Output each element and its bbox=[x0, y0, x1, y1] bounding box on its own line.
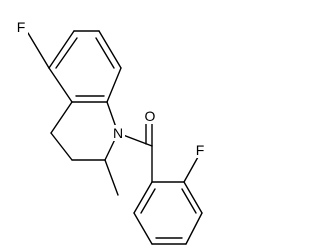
bond-c6-fluorine bbox=[27, 32, 50, 69]
bond-ortho2-ipso-inner bbox=[140, 188, 156, 214]
bond-c7-c8-inner bbox=[95, 37, 115, 69]
molecule-structure-diagram: F N O F bbox=[14, 19, 207, 245]
bond-c2-methyl bbox=[104, 159, 119, 196]
bond-c4a-c4 bbox=[50, 101, 73, 134]
bond-c5-c6 bbox=[48, 30, 75, 69]
bond-c4-c3 bbox=[50, 132, 73, 161]
bond-c4a-c5 bbox=[48, 67, 73, 103]
saturated-ring bbox=[50, 101, 119, 161]
fluorine-benzoyl-text: F bbox=[196, 142, 205, 158]
bond-meta2-ortho2 bbox=[133, 212, 153, 245]
atom-label-fluorine-benzoyl: F bbox=[193, 142, 207, 158]
oxygen-text: O bbox=[145, 108, 156, 124]
atom-label-fluorine-ring: F bbox=[14, 19, 28, 35]
bond-ortho-meta bbox=[183, 181, 203, 214]
fluorobenzoyl-ring bbox=[133, 145, 203, 245]
bond-c7-c8 bbox=[98, 30, 122, 69]
bond-meta-para bbox=[185, 212, 203, 245]
fluorine-ring-text: F bbox=[17, 19, 26, 35]
quinoline-benzene-ring bbox=[48, 30, 122, 103]
atom-label-oxygen: O bbox=[142, 107, 158, 124]
atom-label-nitrogen: N bbox=[111, 125, 125, 141]
bond-c5-c6-inner bbox=[55, 37, 78, 69]
bond-ortho2-ipso bbox=[133, 181, 153, 214]
nitrogen-text: N bbox=[113, 125, 123, 141]
bond-ortho-meta-inner bbox=[181, 188, 197, 214]
bond-c8-c8a bbox=[106, 67, 122, 103]
bond-ortho-fluorine bbox=[183, 156, 199, 183]
